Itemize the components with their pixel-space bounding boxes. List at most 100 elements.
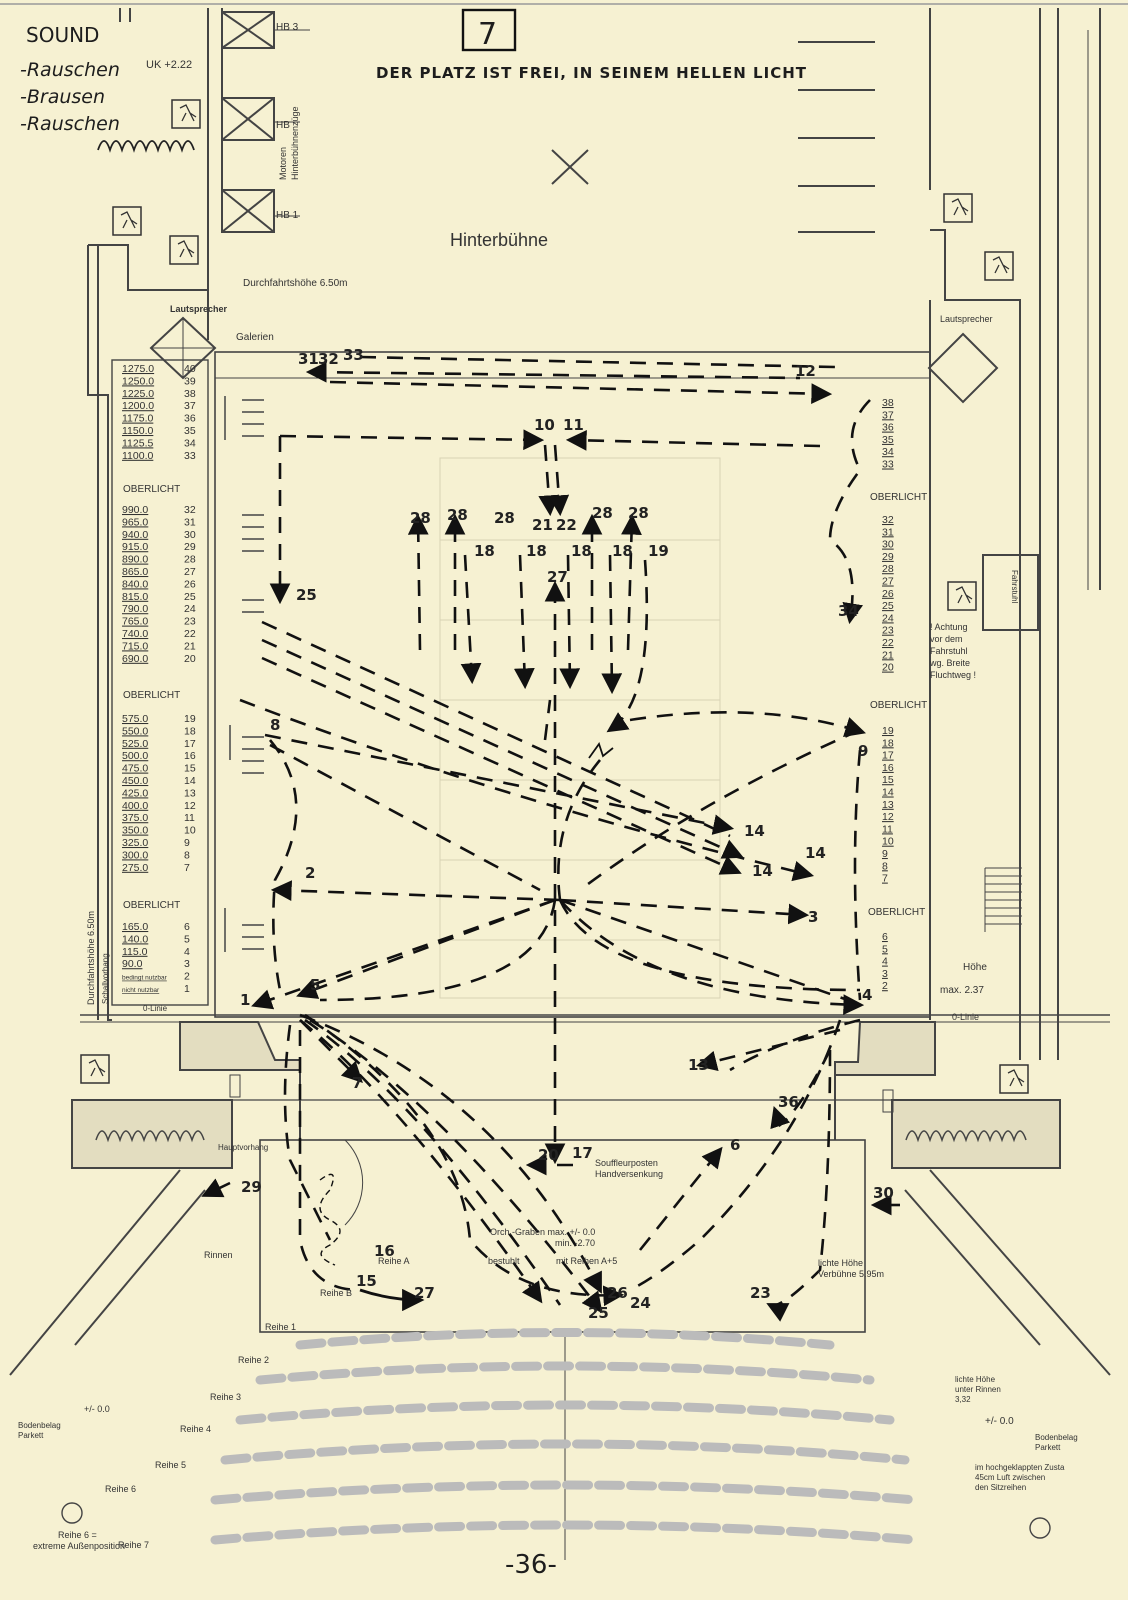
bar-number-right-c: 8: [882, 860, 888, 872]
position-number: 28: [447, 506, 468, 524]
lautsprecher-left-label: Lautsprecher: [170, 304, 228, 314]
reihe6-note: Reihe 6 =: [58, 1530, 97, 1540]
position-number: 28: [628, 504, 649, 522]
bar-table-c-value: 400.0: [122, 800, 148, 812]
bar-number-right-c: 10: [882, 836, 894, 848]
bar-number-right-c: 18: [882, 737, 894, 749]
position-number: 36: [778, 1093, 799, 1111]
bar-table-a-number: 40: [184, 363, 196, 375]
position-number: 28: [410, 509, 431, 527]
bar-table-b-number: 20: [184, 653, 196, 665]
hinterbuehne-label: Hinterbühne: [450, 230, 548, 250]
bar-number-right-a: 35: [882, 434, 894, 446]
bar-table-d-number: 1: [184, 983, 190, 995]
durchfahrt-top-label: Durchfahrtshöhe 6.50m: [243, 278, 348, 289]
bar-number-right-b: 22: [882, 637, 894, 649]
lichte-hoehe-right: Verbühne 5.95m: [818, 1269, 884, 1279]
bar-number-right-c: 17: [882, 750, 894, 762]
hb1-label: HB 1: [276, 210, 299, 221]
bar-table-d-number: 2: [184, 971, 190, 983]
reihe-label: Reihe 6: [105, 1484, 136, 1494]
bar-table-c-number: 18: [184, 725, 196, 737]
bar-table-b-number: 29: [184, 541, 196, 553]
bar-table-a-number: 35: [184, 425, 196, 437]
hauptvorhang-label: Hauptvorhang: [218, 1143, 268, 1152]
hochgeklappt-note: 45cm Luft zwischen: [975, 1473, 1045, 1482]
bar-table-b-number: 24: [184, 603, 196, 615]
lichte-hoehe-rinnen: unter Rinnen: [955, 1385, 1001, 1394]
position-number: 24: [630, 1294, 651, 1312]
position-number: 13: [688, 1056, 709, 1074]
orch-graben-label: Orch.-Graben max. +/- 0.0: [490, 1227, 595, 1237]
bar-table-a-number: 36: [184, 413, 196, 425]
bar-table-b-number: 23: [184, 616, 196, 628]
bar-table-d-number: 4: [184, 946, 190, 958]
bar-table-b-number: 27: [184, 566, 196, 578]
lichte-hoehe-right: lichte Höhe: [818, 1258, 863, 1268]
bar-number-right-a: 33: [882, 459, 894, 471]
hoehe-label: Höhe: [963, 962, 987, 973]
bar-table-c-number: 12: [184, 800, 196, 812]
bar-table-b-value: 890.0: [122, 554, 148, 566]
bar-number-right-c: 15: [882, 774, 894, 786]
position-number: 32: [318, 350, 339, 368]
bar-table-b-number: 21: [184, 640, 196, 652]
position-number: 1: [240, 991, 250, 1009]
bar-table-d-value: 165.0: [122, 921, 148, 933]
bar-table-b-number: 28: [184, 554, 196, 566]
bar-table-a-number: 38: [184, 388, 196, 400]
bar-number-right-b: 21: [882, 649, 894, 661]
bar-number-right-b: 23: [882, 625, 894, 637]
lautsprecher-right-label: Lautsprecher: [940, 314, 993, 324]
position-number: 34: [838, 602, 859, 620]
bar-table-a-value: 1250.0: [122, 375, 154, 387]
bar-table-c-value: 300.0: [122, 849, 148, 861]
galerien-label: Galerien: [236, 332, 274, 343]
bar-table-d-number: 6: [184, 921, 190, 933]
bar-table-c-number: 8: [184, 849, 190, 861]
bar-number-right-c: 9: [882, 848, 888, 860]
position-number: 9: [858, 742, 868, 760]
bar-number-right-c: 11: [882, 823, 893, 835]
bar-number-right-b: 26: [882, 588, 894, 600]
page-number-box-label: 7: [478, 17, 497, 52]
souffleur-label: Handversenkung: [595, 1169, 663, 1179]
position-number: 22: [556, 516, 577, 534]
null-linie-right: 0-Linie: [952, 1012, 979, 1022]
bar-table-c-value: 425.0: [122, 787, 148, 799]
bar-table-c-number: 9: [184, 837, 190, 849]
sound-title: SOUND: [26, 23, 99, 47]
bar-table-c-number: 17: [184, 738, 196, 750]
position-number: 20: [538, 1146, 559, 1164]
bar-table-b-value: 915.0: [122, 541, 148, 553]
bar-number-right-d: 2: [882, 980, 888, 992]
sound-item: -Rauschen: [20, 113, 120, 135]
position-number: 8: [270, 716, 280, 734]
bar-number-right-c: 19: [882, 725, 894, 737]
position-number: 21: [532, 516, 553, 534]
position-number: 11: [563, 416, 584, 434]
bar-number-right-c: 12: [882, 811, 894, 823]
bar-table-b-value: 740.0: [122, 628, 148, 640]
bar-table-b-number: 26: [184, 578, 196, 590]
bar-number-right-b: 24: [882, 612, 894, 624]
bar-table-c-value: 325.0: [122, 837, 148, 849]
bar-table-d-value: 115.0: [122, 946, 148, 958]
position-number: 18: [474, 542, 495, 560]
bar-number-right-b: 27: [882, 576, 894, 588]
bar-table-a-number: 34: [184, 437, 196, 449]
schallvorhang-label: Schallvorhang: [101, 953, 110, 1004]
achtung-note: ! Achtung: [930, 622, 968, 632]
bar-table-b-number: 32: [184, 504, 196, 516]
position-number: 18: [571, 542, 592, 560]
hinterbuehnenzuege-label: Hinterbühnenzüge: [290, 106, 300, 180]
position-number: 10: [534, 416, 555, 434]
bar-table-d-value: nicht nutzbar: [122, 987, 160, 994]
bar-table-c-value: 450.0: [122, 775, 148, 787]
hochgeklappt-note: den Sitzreihen: [975, 1483, 1026, 1492]
null-linie-left: 0-Linie: [143, 1004, 168, 1013]
bar-number-right-b: 29: [882, 551, 894, 563]
position-number: 31: [298, 350, 319, 368]
